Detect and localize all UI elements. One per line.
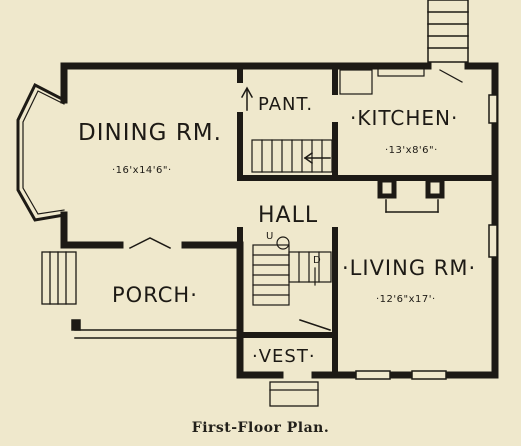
kitchen-fixtures	[339, 67, 463, 95]
right-windows	[488, 94, 498, 258]
rear-steps	[427, 0, 469, 63]
bottom-windows	[355, 370, 447, 380]
porch-steps	[41, 251, 77, 305]
vestibule-label: ·VEST·	[252, 346, 316, 367]
kitchen-label: ·KITCHEN·	[350, 106, 458, 130]
kitchen-dims: ·13'x8'6"·	[385, 145, 438, 156]
dining-room-dims: ·16'x14'6"·	[112, 165, 172, 176]
chimney	[377, 177, 445, 199]
porch-outline	[71, 237, 241, 339]
hall-label: HALL	[258, 203, 318, 228]
main-stair	[252, 236, 332, 306]
vestibule-door	[299, 319, 331, 331]
living-room-label: ·LIVING RM·	[342, 256, 476, 280]
stair-down-mark: D	[313, 255, 321, 266]
cellar-stair	[251, 139, 333, 173]
pantry-label: PANT.	[258, 94, 313, 115]
front-steps	[269, 381, 319, 407]
plan-caption: First-Floor Plan.	[191, 420, 330, 436]
bay-window	[16, 82, 67, 222]
porch-label: PORCH·	[112, 283, 198, 307]
living-room-dims: ·12'6"x17'·	[376, 294, 436, 305]
dining-room-label: DINING RM.	[78, 120, 222, 146]
interior-walls	[237, 63, 498, 378]
stair-up-mark: U	[266, 231, 274, 242]
pantry-arrow	[240, 86, 331, 165]
